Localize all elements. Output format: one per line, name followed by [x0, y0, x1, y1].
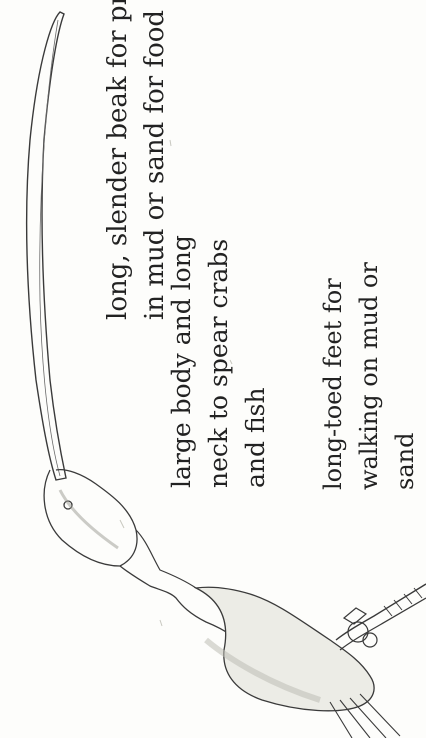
bird-beak — [27, 12, 66, 480]
feet-caption-line-1: long-toed feet for — [315, 262, 351, 490]
bird-leg — [336, 584, 426, 640]
feet-caption: long-toed feet for walking on mud or san… — [315, 262, 423, 490]
body-caption-line-2: neck to spear crabs — [200, 235, 237, 488]
body-caption-line-1: large body and long — [163, 235, 200, 488]
bird-knee-joint — [344, 608, 377, 647]
feet-caption-line-3: sand — [387, 262, 423, 490]
body-caption-line-3: and fish — [237, 235, 274, 488]
bird-head — [44, 470, 137, 566]
beak-caption-line-1: long, slender beak for probing — [100, 0, 137, 320]
body-caption: large body and long neck to spear crabs … — [163, 235, 274, 488]
bird-body — [196, 587, 374, 711]
feet-caption-line-2: walking on mud or — [351, 262, 387, 490]
